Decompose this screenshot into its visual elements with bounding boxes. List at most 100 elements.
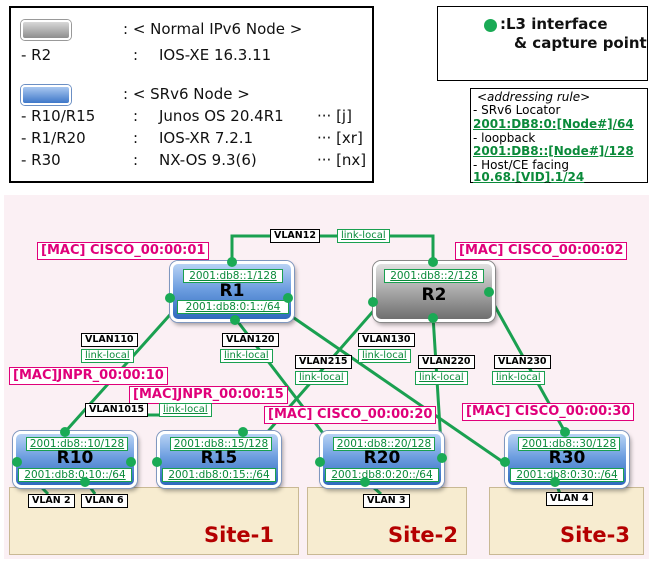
capture-dot-icon <box>60 427 70 437</box>
legend-box: : < Normal IPv6 Node > - R2 : IOS-XE 16.… <box>9 6 374 183</box>
capture-dot-icon <box>238 427 248 437</box>
capture-dot-icon <box>165 293 175 303</box>
link-local-label-12: link-local <box>337 229 390 243</box>
router-r2[interactable]: 2001:db8::2/128 R2 <box>373 261 495 322</box>
legend-node-name: - R30 <box>21 151 61 169</box>
capture-dot-icon <box>126 457 136 467</box>
r20-locator: 2001:db8:0:20::/64 <box>325 468 439 482</box>
capture-dot-icon <box>560 427 570 437</box>
capture-dot-icon <box>12 457 22 467</box>
capture-line1: :L3 interface <box>500 15 608 33</box>
addressing-label-loopback: - loopback <box>473 131 536 145</box>
mac-r1: [MAC] CISCO_00:00:01 <box>37 242 210 260</box>
link-local-label-215: link-local <box>295 371 348 385</box>
capture-dot-icon <box>437 453 447 463</box>
r15-loopback: 2001:db8::15/128 <box>170 437 272 451</box>
r1-name: R1 <box>219 281 245 301</box>
vlan-label-1015: VLAN1015 <box>85 403 149 417</box>
router-r30[interactable]: 2001:db8::30/128 R30 2001:db8:0:30::/64 <box>505 431 629 488</box>
router-r20[interactable]: 2001:db8::20/128 R20 2001:db8:0:20::/64 <box>320 431 444 488</box>
legend-os: IOS-XR 7.2.1 <box>159 129 254 147</box>
r20-loopback: 2001:db8::20/128 <box>333 437 435 451</box>
capture-dot-icon <box>368 297 378 307</box>
legend-tag: ··· [nx] <box>317 151 367 169</box>
capture-dot-icon <box>152 457 162 467</box>
l3-interface-dot-icon <box>484 19 497 32</box>
site1-vlan-2: VLAN 2 <box>28 494 75 508</box>
capture-dot-icon <box>550 477 560 487</box>
r1-loopback: 2001:db8::1/128 <box>183 269 283 283</box>
r30-locator: 2001:db8:0:30::/64 <box>510 468 624 482</box>
legend-os: IOS-XE 16.3.11 <box>159 46 272 64</box>
site1-vlan-6: VLAN 6 <box>81 494 128 508</box>
vlan-label-12: VLAN12 <box>270 229 320 243</box>
link-local-label-110: link-local <box>81 349 134 363</box>
link-r1-r30 <box>264 296 504 464</box>
site2-vlan-3: VLAN 3 <box>363 494 410 508</box>
vlan-label-220: VLAN220 <box>418 355 475 369</box>
vlan-label-120: VLAN120 <box>222 333 279 347</box>
site-1-label: Site-1 <box>204 523 274 547</box>
capture-dot-icon <box>315 457 325 467</box>
legend-node-name: - R1/R20 <box>21 129 86 147</box>
legend-node-name: - R10/R15 <box>21 107 96 125</box>
link-local-label-230: link-local <box>492 371 545 385</box>
addressing-value-locator: 2001:DB8:0:[Node#]/64 <box>473 117 634 131</box>
site3-vlan-4: VLAN 4 <box>546 492 593 506</box>
r10-name: R10 <box>56 448 94 468</box>
legend-separator: : <box>133 107 139 125</box>
normal-node-swatch <box>21 20 71 40</box>
capture-dot-icon <box>230 315 240 325</box>
link-local-label-220: link-local <box>415 371 468 385</box>
legend-separator: : <box>133 129 139 147</box>
legend-node-name: - R2 <box>21 46 52 64</box>
r2-loopback: 2001:db8::2/128 <box>384 269 484 283</box>
vlan-label-130: VLAN130 <box>358 333 415 347</box>
r1-locator: 2001:db8:0:1::/64 <box>177 300 289 314</box>
capture-point-legend: :L3 interface & capture point <box>437 6 648 81</box>
vlan-label-215: VLAN215 <box>295 355 352 369</box>
link-local-label-1015: link-local <box>159 403 212 417</box>
capture-dot-icon <box>484 287 494 297</box>
r10-loopback: 2001:db8::10/128 <box>26 437 128 451</box>
addressing-label-locator: - SRv6 Locator <box>473 103 561 117</box>
legend-tag: ··· [xr] <box>317 129 363 147</box>
capture-dot-icon <box>360 477 370 487</box>
capture-dot-icon <box>428 257 438 267</box>
normal-node-title: : < Normal IPv6 Node > <box>123 20 303 38</box>
r15-locator: 2001:db8:0:15::/64 <box>162 468 276 482</box>
addressing-title: <addressing rule> <box>477 90 591 104</box>
r2-name: R2 <box>421 285 447 305</box>
addressing-value-loopback: 2001:DB8::[Node#]/128 <box>473 144 634 158</box>
r10-locator: 2001:db8:0:10::/64 <box>18 468 132 482</box>
capture-dot-icon <box>500 457 510 467</box>
srv6-node-title: : < SRv6 Node > <box>123 85 250 103</box>
legend-separator: : <box>133 46 139 64</box>
link-local-label-130: link-local <box>358 349 411 363</box>
capture-line2: & capture point <box>514 34 647 52</box>
router-r15[interactable]: 2001:db8::15/128 R15 2001:db8:0:15::/64 <box>157 431 281 488</box>
legend-tag: ··· [j] <box>317 107 352 125</box>
r30-loopback: 2001:db8::30/128 <box>518 437 620 451</box>
site-2-label: Site-2 <box>388 523 458 547</box>
mac-r20: [MAC] CISCO_00:00:20 <box>264 406 437 424</box>
addressing-rule-box: <addressing rule> - SRv6 Locator 2001:DB… <box>470 88 648 184</box>
vlan-label-110: VLAN110 <box>81 333 138 347</box>
vlan-label-230: VLAN230 <box>494 355 551 369</box>
legend-separator: : <box>133 151 139 169</box>
mac-r10: [MAC]JNPR_00:00:10 <box>9 367 168 385</box>
capture-dot-icon <box>283 293 293 303</box>
site-3-label: Site-3 <box>560 523 630 547</box>
link-r1-r2 <box>230 234 435 262</box>
r30-name: R30 <box>548 448 586 468</box>
capture-dot-icon <box>80 477 90 487</box>
r15-name: R15 <box>200 448 238 468</box>
legend-os: NX-OS 9.3(6) <box>159 151 257 169</box>
router-r10[interactable]: 2001:db8::10/128 R10 2001:db8:0:10::/64 <box>13 431 137 488</box>
capture-dot-icon <box>428 313 438 323</box>
link-local-label-120: link-local <box>220 349 273 363</box>
addressing-value-host: 10.68.[VID].1/24 <box>473 170 585 184</box>
router-r1[interactable]: 2001:db8::1/128 R1 2001:db8:0:1::/64 <box>170 261 294 322</box>
mac-r30: [MAC] CISCO_00:00:30 <box>462 403 635 421</box>
